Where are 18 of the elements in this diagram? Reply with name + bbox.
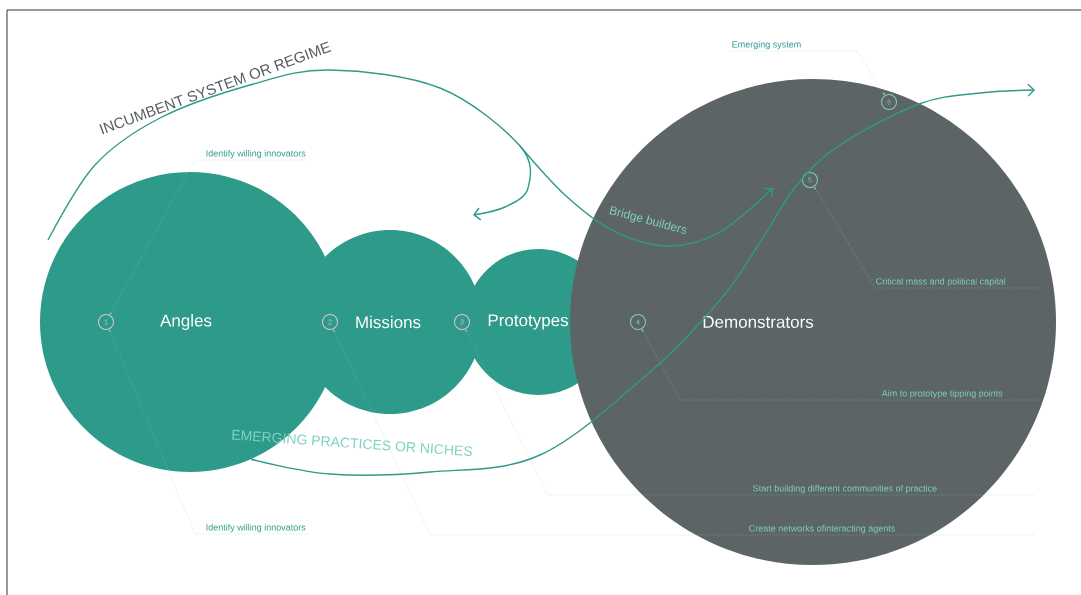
leader-line — [465, 329, 1036, 496]
callout-text: Critical mass and political capital — [876, 277, 1006, 287]
callout-text: Identify willing innovators — [206, 523, 306, 533]
edge-label: EMERGING PRACTICES OR NICHES — [232, 429, 472, 457]
callout-text: Create networks ofinteracting agents — [749, 524, 895, 534]
callout-text: Emerging system — [732, 40, 801, 50]
node-label: Missions — [356, 315, 421, 329]
curved-arrow — [250, 83, 1035, 476]
curve-label: Bridge builders — [609, 205, 687, 234]
leader-line — [729, 50, 885, 95]
leader-line — [108, 329, 308, 535]
leader-line — [109, 159, 308, 315]
callout-text: Start building different communities of practice — [753, 484, 937, 494]
leader-line — [641, 329, 1041, 401]
leader-line — [814, 187, 1041, 289]
callout-text: Identify willing innovators — [206, 149, 306, 159]
callout-text: Aim to prototype tipping points — [881, 389, 1003, 399]
leader-line — [333, 329, 1036, 536]
